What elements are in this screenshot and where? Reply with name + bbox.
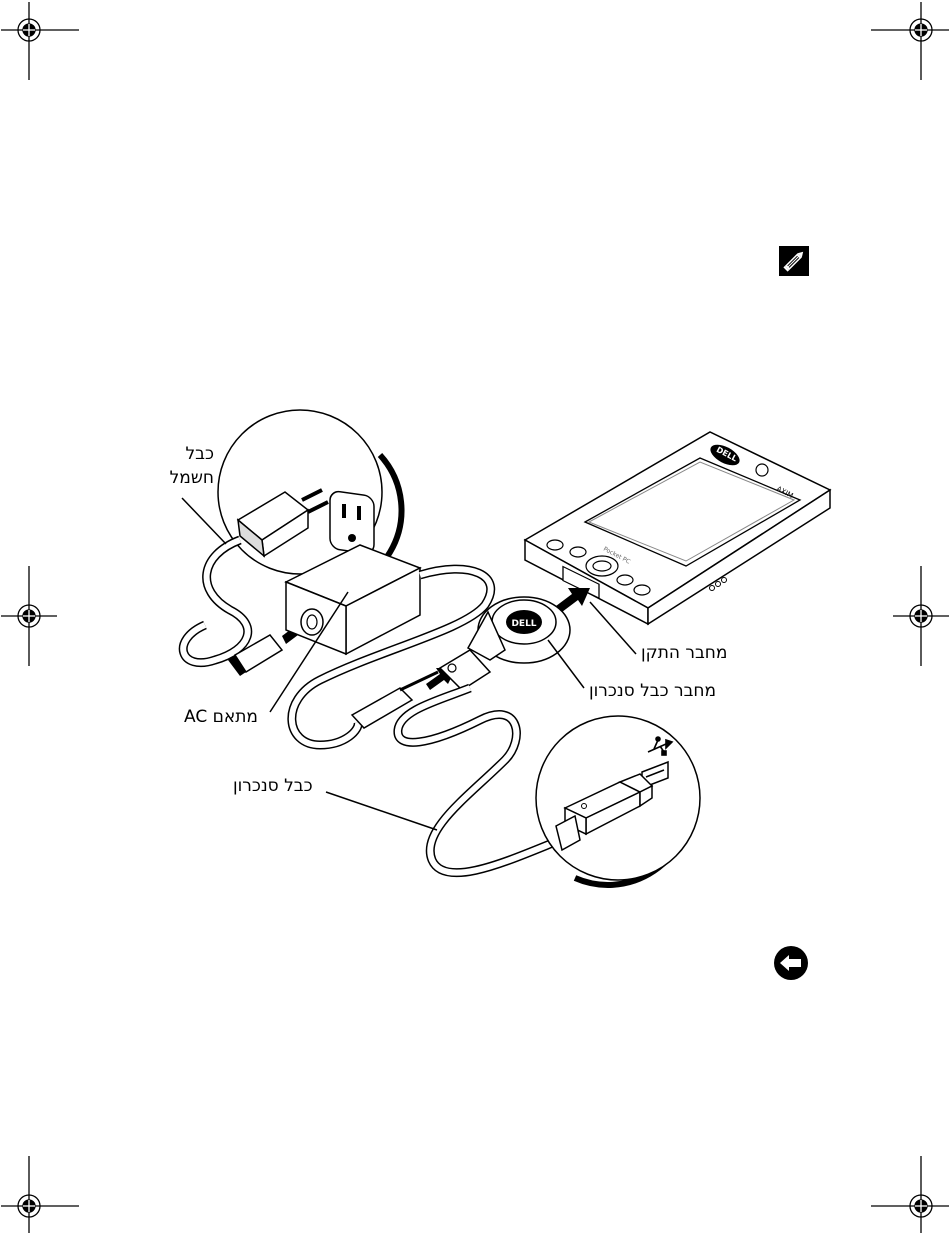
dell-logo: DELL	[511, 619, 536, 629]
label-power-cable: כבל חשמל	[162, 442, 214, 490]
usb-inset	[536, 716, 700, 885]
wall-outlet-icon	[330, 490, 374, 554]
barrel-plug-icon	[352, 672, 438, 728]
label-device-connector: מחבר התקן	[641, 642, 727, 664]
label-ac-adapter: מתאם AC	[184, 706, 258, 728]
insert-arrow-icon	[556, 588, 590, 612]
label-sync-cable-connector: מחבר כבל סנכרון	[589, 680, 716, 702]
adapter-plug-icon	[228, 635, 282, 676]
label-sync-cable: כבל סנכרון	[233, 775, 313, 797]
